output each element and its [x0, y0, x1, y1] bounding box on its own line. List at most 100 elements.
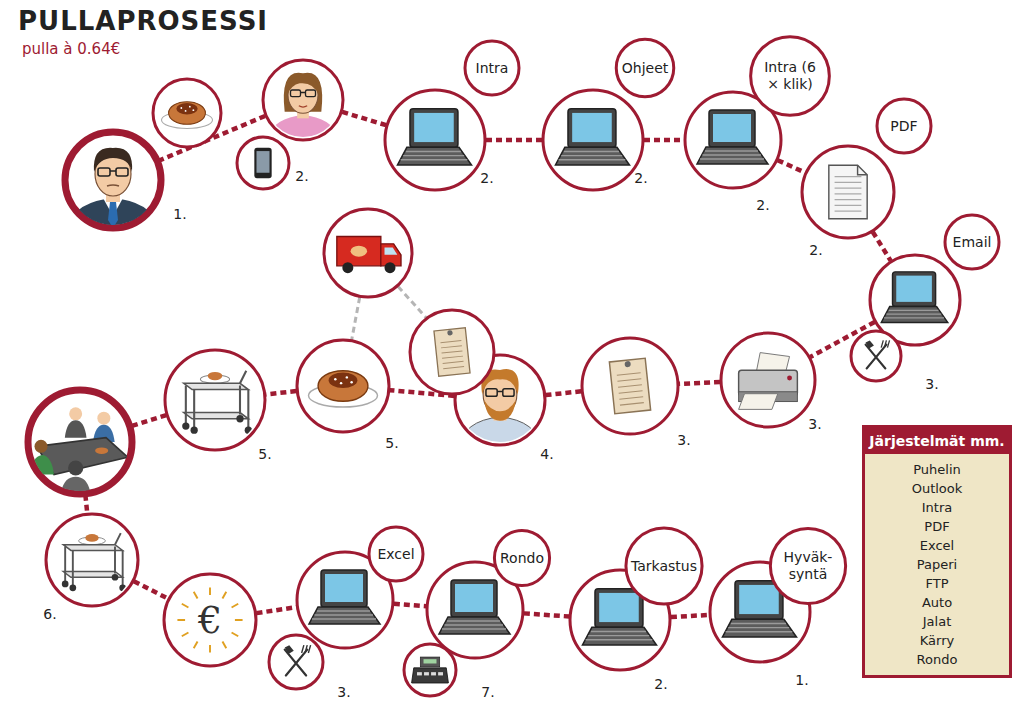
laptop-icon	[881, 272, 948, 323]
icon-part	[65, 420, 87, 437]
icon-part	[35, 440, 48, 453]
step-circle-outline	[851, 331, 901, 381]
icon-part	[497, 391, 503, 393]
laptop-icon	[439, 580, 510, 634]
icon-part	[434, 328, 470, 377]
icon-part	[442, 351, 463, 353]
dotted-connector	[679, 382, 720, 384]
icon-part	[185, 385, 187, 423]
step-circle: Intra2.	[385, 90, 485, 190]
step-number: 7.	[481, 684, 494, 700]
list-item: Outlook	[865, 479, 1009, 498]
bubble-label: Tarkastus	[631, 558, 697, 575]
icon-part	[559, 159, 626, 160]
laptop-icon	[697, 110, 768, 164]
icon-part	[182, 604, 189, 608]
icon-part	[884, 340, 886, 347]
icon-part	[291, 90, 301, 97]
step-number: 2.	[756, 197, 769, 213]
icon-part	[232, 604, 239, 608]
icon-part	[739, 585, 779, 614]
icon-part	[288, 77, 318, 114]
note-drawing	[434, 328, 470, 377]
icon-part	[254, 148, 271, 178]
step-circle: 3.	[582, 338, 678, 434]
step-circle-outline	[269, 635, 323, 689]
icon-part	[618, 385, 642, 388]
step-circle-outline	[721, 333, 815, 427]
label-bubble	[945, 215, 999, 269]
bubble-label: PDF	[890, 118, 917, 135]
icon-part	[723, 619, 797, 637]
meeting-icon	[30, 407, 128, 496]
bubble-label: Email	[953, 234, 992, 251]
icon-part	[484, 400, 516, 421]
step-number: 1.	[173, 206, 186, 222]
icon-part	[881, 340, 883, 347]
icon-part	[385, 262, 396, 273]
icon-part	[182, 422, 189, 429]
icon-part	[438, 672, 443, 675]
phone-icon	[254, 148, 271, 178]
fork-drawing	[866, 340, 890, 368]
icon-part	[591, 631, 646, 632]
icon-part	[583, 627, 657, 645]
dotted-connector	[644, 138, 684, 143]
icon-part	[299, 106, 307, 107]
step-number: 4.	[540, 446, 553, 462]
note-drawing	[609, 358, 650, 413]
dotted-connector	[486, 138, 542, 143]
icon-part	[329, 373, 358, 388]
list-item: FTP	[865, 574, 1009, 593]
icon-part	[455, 584, 493, 612]
step-circle: 6.	[46, 514, 138, 606]
label-bubble	[877, 99, 931, 153]
icon-part	[302, 645, 304, 653]
icon-part	[568, 109, 616, 148]
icon-part	[321, 570, 367, 607]
icon-part	[617, 379, 641, 382]
icon-part	[63, 545, 122, 551]
icon-part	[896, 276, 932, 302]
icon-part	[312, 618, 376, 619]
step-circle-outline	[164, 574, 256, 666]
laptop-drawing	[697, 110, 768, 164]
icon-part	[285, 645, 294, 654]
icon-part	[115, 533, 121, 545]
step-circle-outline	[404, 644, 456, 696]
label-bubble	[369, 527, 423, 581]
icon-part	[401, 159, 468, 160]
step-circle-outline	[385, 90, 485, 190]
printer-drawing	[739, 353, 798, 410]
fork-icon	[285, 645, 311, 675]
icon-part	[486, 389, 497, 397]
euro-icon	[177, 587, 242, 652]
icon-part	[609, 358, 650, 413]
dotted-connector	[394, 604, 426, 606]
step-circle	[28, 390, 132, 494]
laptop-drawing	[309, 570, 380, 624]
note-icon	[609, 358, 650, 413]
icon-part	[887, 340, 889, 347]
icon-part	[287, 76, 319, 95]
icon-part	[69, 584, 76, 591]
list-item: Paperi	[865, 555, 1009, 574]
dotted-connector	[873, 232, 891, 261]
van-icon	[337, 237, 401, 274]
step-circle-outline	[165, 350, 265, 450]
icon-part	[866, 340, 874, 348]
icon-part	[431, 672, 436, 675]
step-circle: Excel3.	[297, 552, 393, 648]
icon-part	[556, 147, 630, 165]
dotted-connector	[671, 615, 709, 617]
icon-part	[835, 199, 862, 200]
icon-part	[403, 155, 464, 156]
icon-part	[588, 635, 649, 636]
step-circle-outline	[237, 137, 289, 189]
icon-part	[697, 147, 768, 164]
register-drawing	[412, 657, 449, 683]
step-circle-outline	[543, 90, 643, 190]
highlight-circle	[65, 132, 161, 228]
icon-part	[110, 170, 116, 172]
step-number: 6.	[43, 606, 56, 622]
